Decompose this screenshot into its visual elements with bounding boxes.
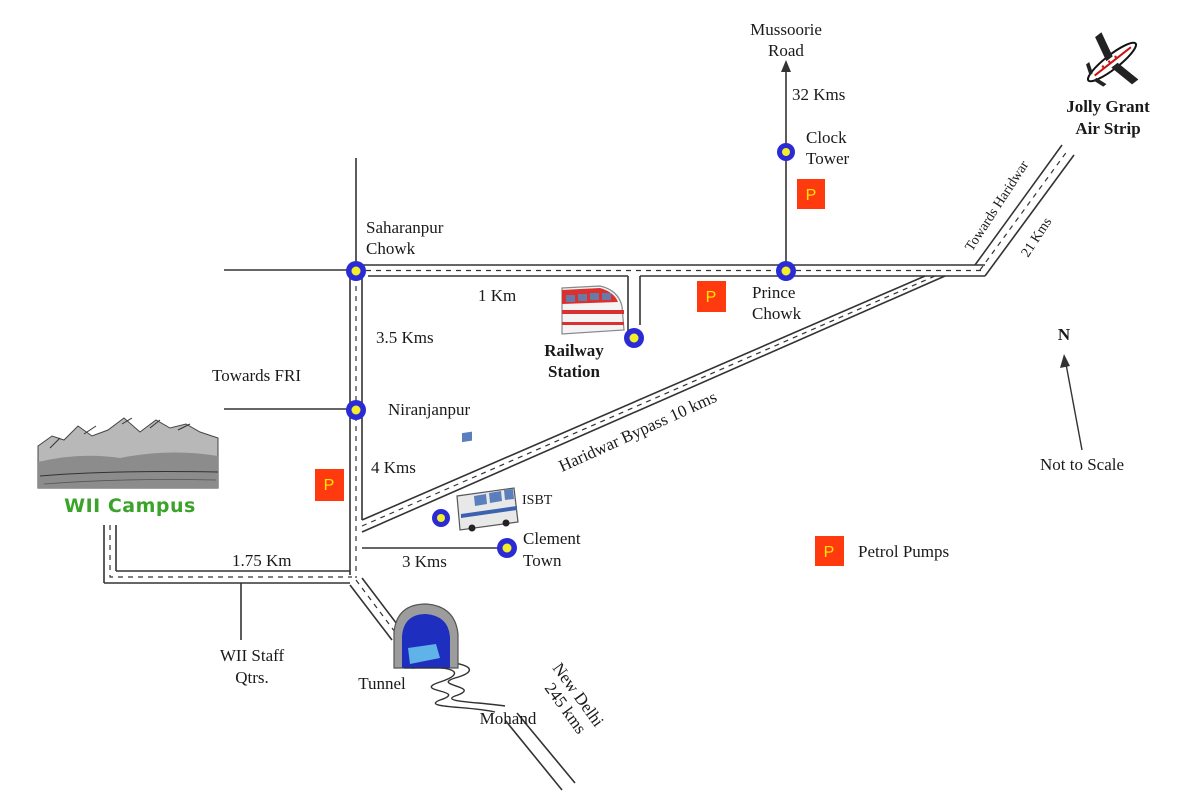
mountains-icon — [37, 417, 219, 489]
road-new-delhi — [504, 712, 576, 791]
label-mussoorie: Mussoorie — [750, 20, 822, 39]
label-distance-4: 4 Kms — [371, 458, 416, 477]
train-icon — [561, 285, 625, 335]
junction-isbt — [432, 509, 450, 527]
road-haridwar-bypass — [361, 275, 946, 533]
label-saharanpur: Saharanpur — [366, 218, 444, 237]
arrow-north-mussoorie — [781, 60, 791, 72]
road-mohand-winding — [411, 661, 506, 713]
junction-saharanpur-chowk — [346, 261, 366, 281]
airplane-icon — [1086, 32, 1139, 87]
label-qtrs: Qtrs. — [235, 668, 269, 687]
label-wii-campus: WII Campus — [64, 495, 196, 517]
svg-text:P: P — [706, 289, 717, 306]
label-isbt: ISBT — [522, 493, 553, 508]
svg-text:P: P — [824, 544, 835, 561]
label-town: Town — [523, 551, 562, 570]
label-saharanpur-chowk: Chowk — [366, 239, 416, 258]
petrol-pump-icon: P — [315, 469, 344, 501]
label-distance-175: 1.75 Km — [232, 551, 292, 570]
junction-clock-tower — [777, 143, 795, 161]
junction-clement-town — [497, 538, 517, 558]
road-wii-campus — [103, 525, 352, 584]
tunnel-icon — [393, 603, 459, 669]
legend-petrol-pumps: Petrol Pumps — [858, 542, 949, 561]
label-clement: Clement — [523, 529, 581, 548]
label-prince-chowk: Chowk — [752, 304, 802, 323]
petrol-pump-icon: P — [697, 281, 726, 312]
label-distance-3: 3 Kms — [402, 552, 447, 571]
road-saharanpur-south — [349, 276, 363, 578]
label-tower: Tower — [806, 149, 850, 168]
label-station: Station — [548, 362, 601, 381]
svg-text:P: P — [324, 477, 335, 494]
bus-icon — [456, 431, 519, 532]
label-distance-35: 3.5 Kms — [376, 328, 434, 347]
label-clock: Clock — [806, 128, 847, 147]
junction-prince-chowk — [776, 261, 796, 281]
label-not-to-scale: Not to Scale — [1040, 455, 1124, 474]
label-wii-staff: WII Staff — [220, 646, 285, 665]
svg-text:P: P — [806, 187, 817, 204]
label-jolly-grant: Jolly Grant — [1066, 97, 1150, 116]
main-road — [356, 264, 985, 277]
petrol-pump-icon: P — [797, 179, 825, 209]
label-railway: Railway — [544, 341, 604, 360]
label-mussoorie-road: Road — [768, 41, 804, 60]
roads — [103, 60, 1075, 791]
label-prince: Prince — [752, 283, 795, 302]
label-tunnel: Tunnel — [358, 674, 406, 693]
junction-railway-station — [624, 328, 644, 348]
petrol-pumps: P P P P — [315, 179, 844, 566]
label-niranjanpur: Niranjanpur — [388, 400, 470, 419]
label-north: N — [1058, 325, 1071, 344]
label-towards-haridwar: Towards Haridwar — [963, 158, 1033, 254]
road-towards-haridwar — [974, 144, 1075, 277]
north-arrow-icon — [1060, 354, 1083, 451]
label-towards-fri: Towards FRI — [212, 366, 301, 385]
junction-niranjanpur — [346, 400, 366, 420]
label-air-strip: Air Strip — [1075, 119, 1140, 138]
junctions — [346, 143, 796, 558]
petrol-pump-icon: P — [815, 536, 844, 566]
label-distance-1km: 1 Km — [478, 286, 516, 305]
road-railway-branch — [627, 276, 641, 335]
labels: Mussoorie Road 32 Kms Clock Tower Jolly … — [64, 20, 1150, 737]
label-distance-32: 32 Kms — [792, 85, 845, 104]
label-mohand: Mohand — [480, 709, 537, 728]
